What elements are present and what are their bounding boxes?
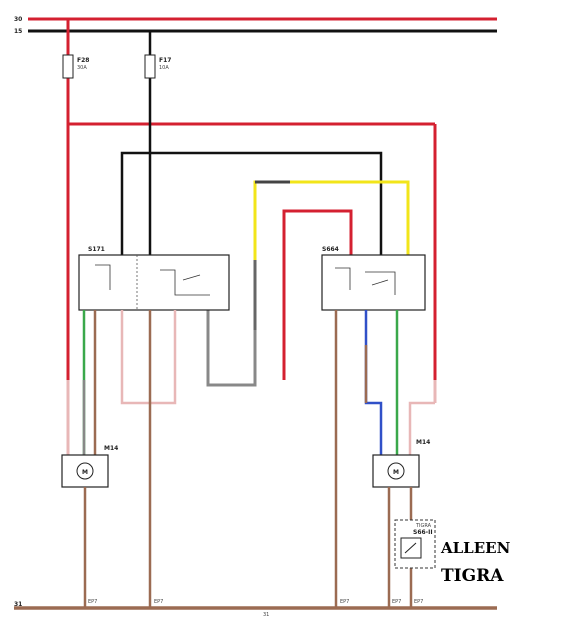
note-line-2: TIGRA: [441, 566, 504, 586]
ground-tag-1: EP7: [88, 599, 97, 605]
switch-s66: TIGRA S66-II: [394, 519, 436, 569]
ground-tag-5: EP7: [414, 599, 423, 605]
relay-s664-body: [321, 254, 426, 311]
fuse-f17-body: [144, 54, 156, 79]
relay-s664: S664: [321, 246, 426, 311]
fuse-f28-id: F28: [77, 57, 89, 64]
ground-rail-label: 31: [14, 601, 22, 608]
relay-s171: S171: [78, 246, 230, 311]
relay-s171-body: [78, 254, 230, 311]
pink-stubs: [66, 380, 437, 455]
relay-s171-id: S171: [88, 246, 105, 253]
motor-m14-left-symbol: M: [82, 469, 88, 476]
ground-label-center: 31: [263, 612, 269, 618]
motor-m14-left-icon: [76, 462, 94, 480]
yellow-loop: [206, 180, 410, 387]
motor-m14-left-id: M14: [104, 445, 118, 452]
fuse-f28: F28 30A: [62, 54, 89, 79]
supply-rails: 30 15: [14, 16, 497, 35]
ground-tag-3: EP7: [340, 599, 349, 605]
rail-15-label: 15: [14, 28, 22, 35]
fuse-f28-body: [62, 54, 74, 79]
motor-m14-right-icon: [387, 462, 405, 480]
motor-m14-right-body: [372, 454, 420, 488]
relay-s664-id: S664: [322, 246, 339, 253]
note-line-1: ALLEEN: [440, 539, 511, 557]
motor-m14-right-symbol: M: [393, 469, 399, 476]
switch-s66-dashed-outline: [394, 519, 436, 569]
tigra-only-note: ALLEEN TIGRA: [440, 539, 511, 586]
ground-bus: 31 31 EP7 EP7 EP7 EP7 EP7: [14, 599, 497, 618]
black-feed: [120, 31, 383, 255]
rail-30-label: 30: [14, 16, 22, 23]
ground-tag-2: EP7: [154, 599, 163, 605]
ground-tag-4: EP7: [392, 599, 401, 605]
s664-lower-wires: [334, 310, 435, 608]
red-feed: [66, 19, 437, 380]
switch-s66-id: S66-II: [413, 529, 433, 536]
motor-m14-right-id: M14: [416, 439, 430, 446]
motor-m14-left: M M14: [61, 445, 118, 608]
fuse-f17-rating: 10A: [159, 65, 169, 71]
fuse-f17: F17 10A: [144, 54, 171, 79]
fuse-f28-rating: 30A: [77, 65, 87, 71]
switch-s66-tag: TIGRA: [415, 523, 432, 529]
s171-lower-wires: [82, 310, 177, 608]
fuse-f17-id: F17: [159, 57, 171, 64]
motor-m14-right: M M14: [372, 439, 430, 608]
